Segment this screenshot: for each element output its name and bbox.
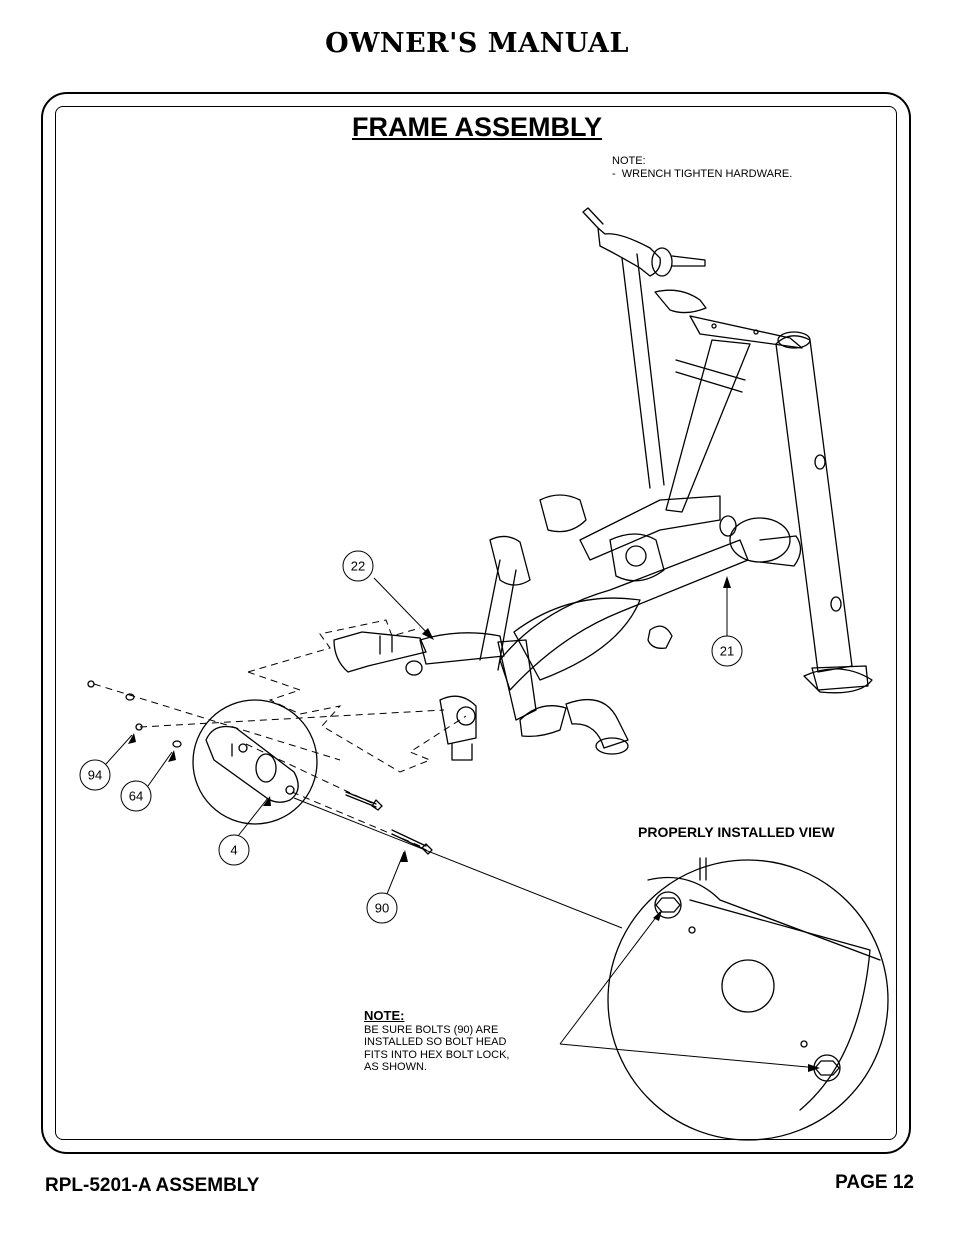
leader-lines — [105, 577, 819, 1069]
manual-title: OWNER'S MANUAL — [325, 28, 629, 59]
page-frame-outer — [41, 92, 911, 1154]
callout-90-label: 90 — [375, 901, 389, 916]
note-bolt-installation: NOTE: BE SURE BOLTS (90) ARE INSTALLED S… — [364, 1008, 564, 1074]
note-bottom-title: NOTE: — [364, 1008, 405, 1023]
callout-22: 22 — [342, 550, 374, 582]
part-22-bracket — [333, 631, 427, 676]
bolts-90 — [345, 791, 433, 855]
callout-21-label: 21 — [720, 644, 734, 659]
callout-90: 90 — [366, 892, 398, 924]
callout-94-label: 94 — [88, 768, 102, 783]
main-frame — [419, 494, 802, 761]
footer-model-assembly: RPL-5201-A ASSEMBLY — [45, 1175, 260, 1196]
note-wrench-tighten: NOTE: - WRENCH TIGHTEN HARDWARE. — [612, 155, 793, 180]
handle-post — [582, 207, 803, 513]
right-upright — [775, 331, 873, 694]
detail-view — [607, 857, 889, 1141]
note-bottom-line: FITS INTO HEX BOLT LOCK, — [364, 1048, 510, 1061]
part-4-plate — [192, 699, 318, 825]
note-bottom-line: INSTALLED SO BOLT HEAD — [364, 1036, 507, 1048]
callout-4: 4 — [218, 834, 250, 866]
assembly-guides — [93, 619, 467, 847]
callout-64: 64 — [120, 780, 152, 812]
callout-22-label: 22 — [351, 559, 365, 574]
callout-21: 21 — [711, 635, 743, 667]
callout-4-label: 4 — [230, 843, 237, 858]
note-bottom-line: AS SHOWN. — [364, 1061, 427, 1073]
arrowheads — [128, 576, 820, 1072]
page-frame-inner — [55, 106, 897, 1140]
note-bottom-line: BE SURE BOLTS (90) ARE — [364, 1023, 499, 1036]
footer-page-number: PAGE 12 — [835, 1172, 914, 1193]
installed-view-label: PROPERLY INSTALLED VIEW — [638, 824, 835, 840]
callout-94: 94 — [79, 759, 111, 791]
callout-64-label: 64 — [129, 789, 143, 804]
section-title: FRAME ASSEMBLY — [351, 112, 603, 142]
